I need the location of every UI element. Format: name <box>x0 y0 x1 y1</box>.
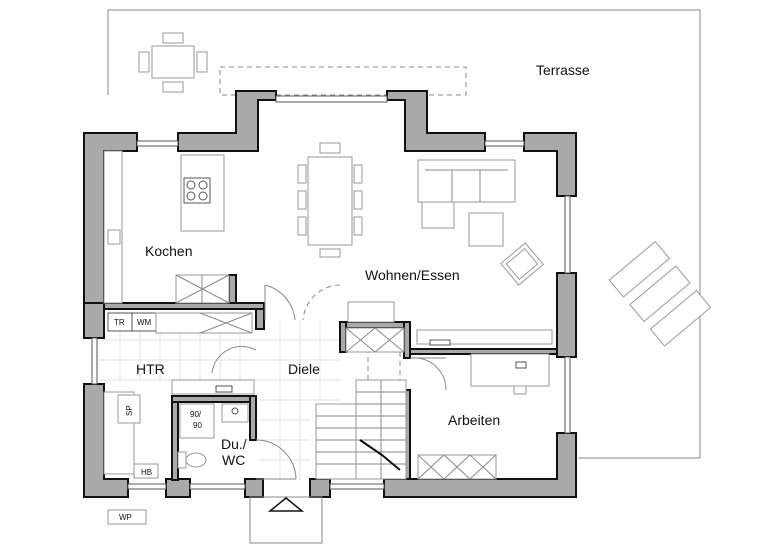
label-tr: TR <box>114 318 125 327</box>
doors <box>211 284 447 480</box>
label-sp: SP <box>125 405 134 416</box>
room-label-htr: HTR <box>136 361 165 377</box>
room-label-du-wc-2: WC <box>222 452 245 468</box>
sun-lounger-icon <box>608 240 712 347</box>
sofa-icon <box>417 159 516 247</box>
label-shower-1: 90/ <box>190 410 202 419</box>
windows <box>91 95 571 490</box>
laundry-machines <box>107 312 253 334</box>
label-hb: HB <box>141 468 152 477</box>
kitchen-counter <box>103 150 230 304</box>
room-label-wohnen-essen: Wohnen/Essen <box>365 267 460 283</box>
toilet-icon <box>177 451 207 469</box>
label-shower-2: 90 <box>193 421 202 430</box>
htr-storage <box>103 379 255 479</box>
room-label-arbeiten: Arbeiten <box>448 412 500 428</box>
office-shelf <box>417 454 497 480</box>
terrace-area <box>107 9 701 459</box>
label-wm: WM <box>137 318 152 327</box>
terrace-table-icon <box>138 32 208 93</box>
armchair-icon <box>500 242 544 286</box>
room-label-du-wc-1: Du./ <box>221 436 247 452</box>
kitchen-island <box>180 154 225 232</box>
room-label-kochen: Kochen <box>145 243 192 259</box>
room-label-terrasse: Terrasse <box>536 62 590 78</box>
entrance <box>107 496 323 544</box>
staircase <box>315 352 407 480</box>
sink-icon <box>221 403 249 423</box>
desk-icon <box>470 353 550 395</box>
room-label-diele: Diele <box>288 361 320 377</box>
sideboard <box>416 329 553 346</box>
interior-walls <box>103 274 558 481</box>
shower <box>179 403 215 439</box>
storage-cabinet <box>345 301 405 353</box>
label-wp: WP <box>119 513 132 522</box>
dining-table-icon <box>297 142 363 258</box>
